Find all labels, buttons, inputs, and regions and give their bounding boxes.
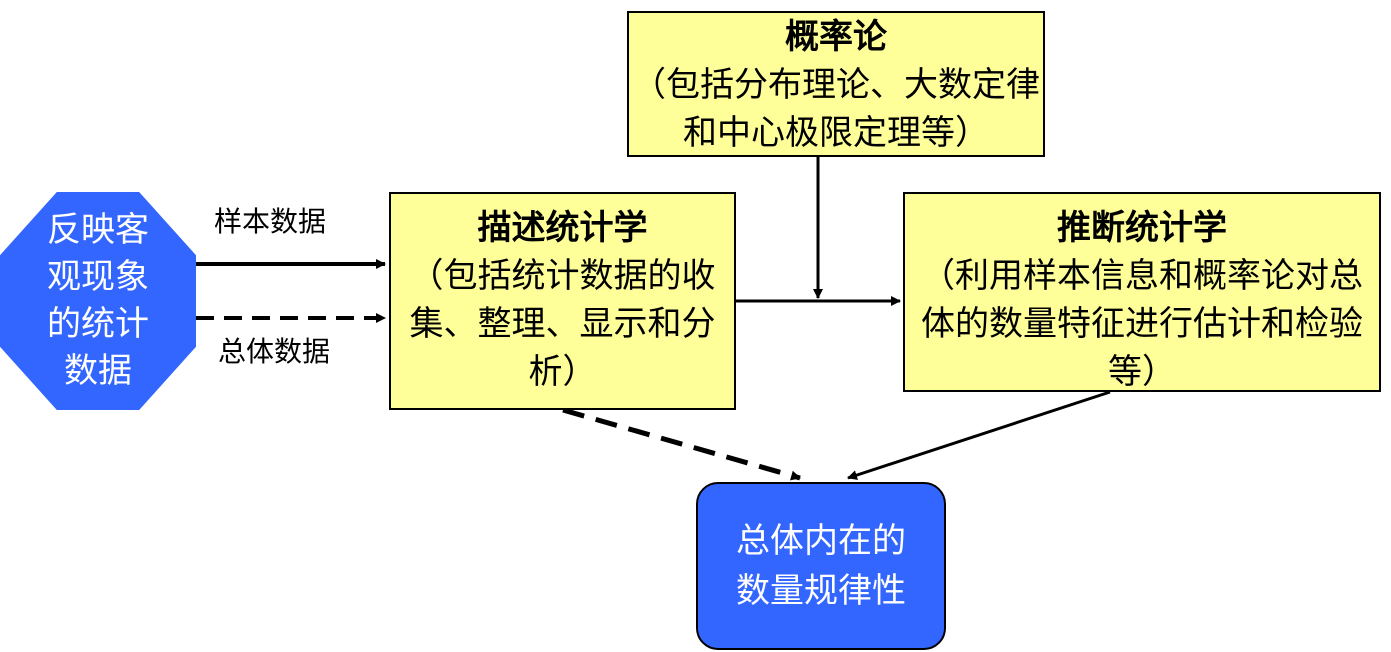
- inferential-statistics-body: （利用样本信息和概率论对总体的数量特征进行估计和检验等）: [921, 256, 1363, 392]
- probability-theory-title: 概率论: [785, 17, 887, 57]
- descriptive-statistics-body: （包括统计数据的收集、整理、显示和分析）: [409, 256, 716, 392]
- probability-theory-body: （包括分布理论、大数定律和中心极限定理等）: [632, 65, 1040, 153]
- inferential-statistics-title: 推断统计学: [1057, 208, 1227, 248]
- source-node-shape: [0, 192, 196, 410]
- inferential-to-result-arrow: [847, 390, 1111, 480]
- descriptive-statistics-box: 描述统计学 （包括统计数据的收集、整理、显示和分析）: [389, 192, 736, 410]
- sample-data-label: 样本数据: [214, 205, 327, 238]
- source-node: 反映客观现象的统计数据: [0, 192, 196, 410]
- descriptive-to-result-arrow: [562, 407, 801, 481]
- descriptive-statistics-title: 描述统计学: [477, 208, 648, 248]
- probability-theory-box: 概率论 （包括分布理论、大数定律和中心极限定理等）: [627, 11, 1045, 157]
- source-node-text: 反映客观现象的统计数据: [47, 210, 149, 391]
- result-node-text: 总体内在的数量规律性: [736, 521, 906, 611]
- population-data-label: 总体数据: [218, 335, 331, 368]
- result-node: 总体内在的数量规律性: [696, 482, 946, 650]
- inferential-statistics-box: 推断统计学 （利用样本信息和概率论对总体的数量特征进行估计和检验等）: [903, 192, 1381, 392]
